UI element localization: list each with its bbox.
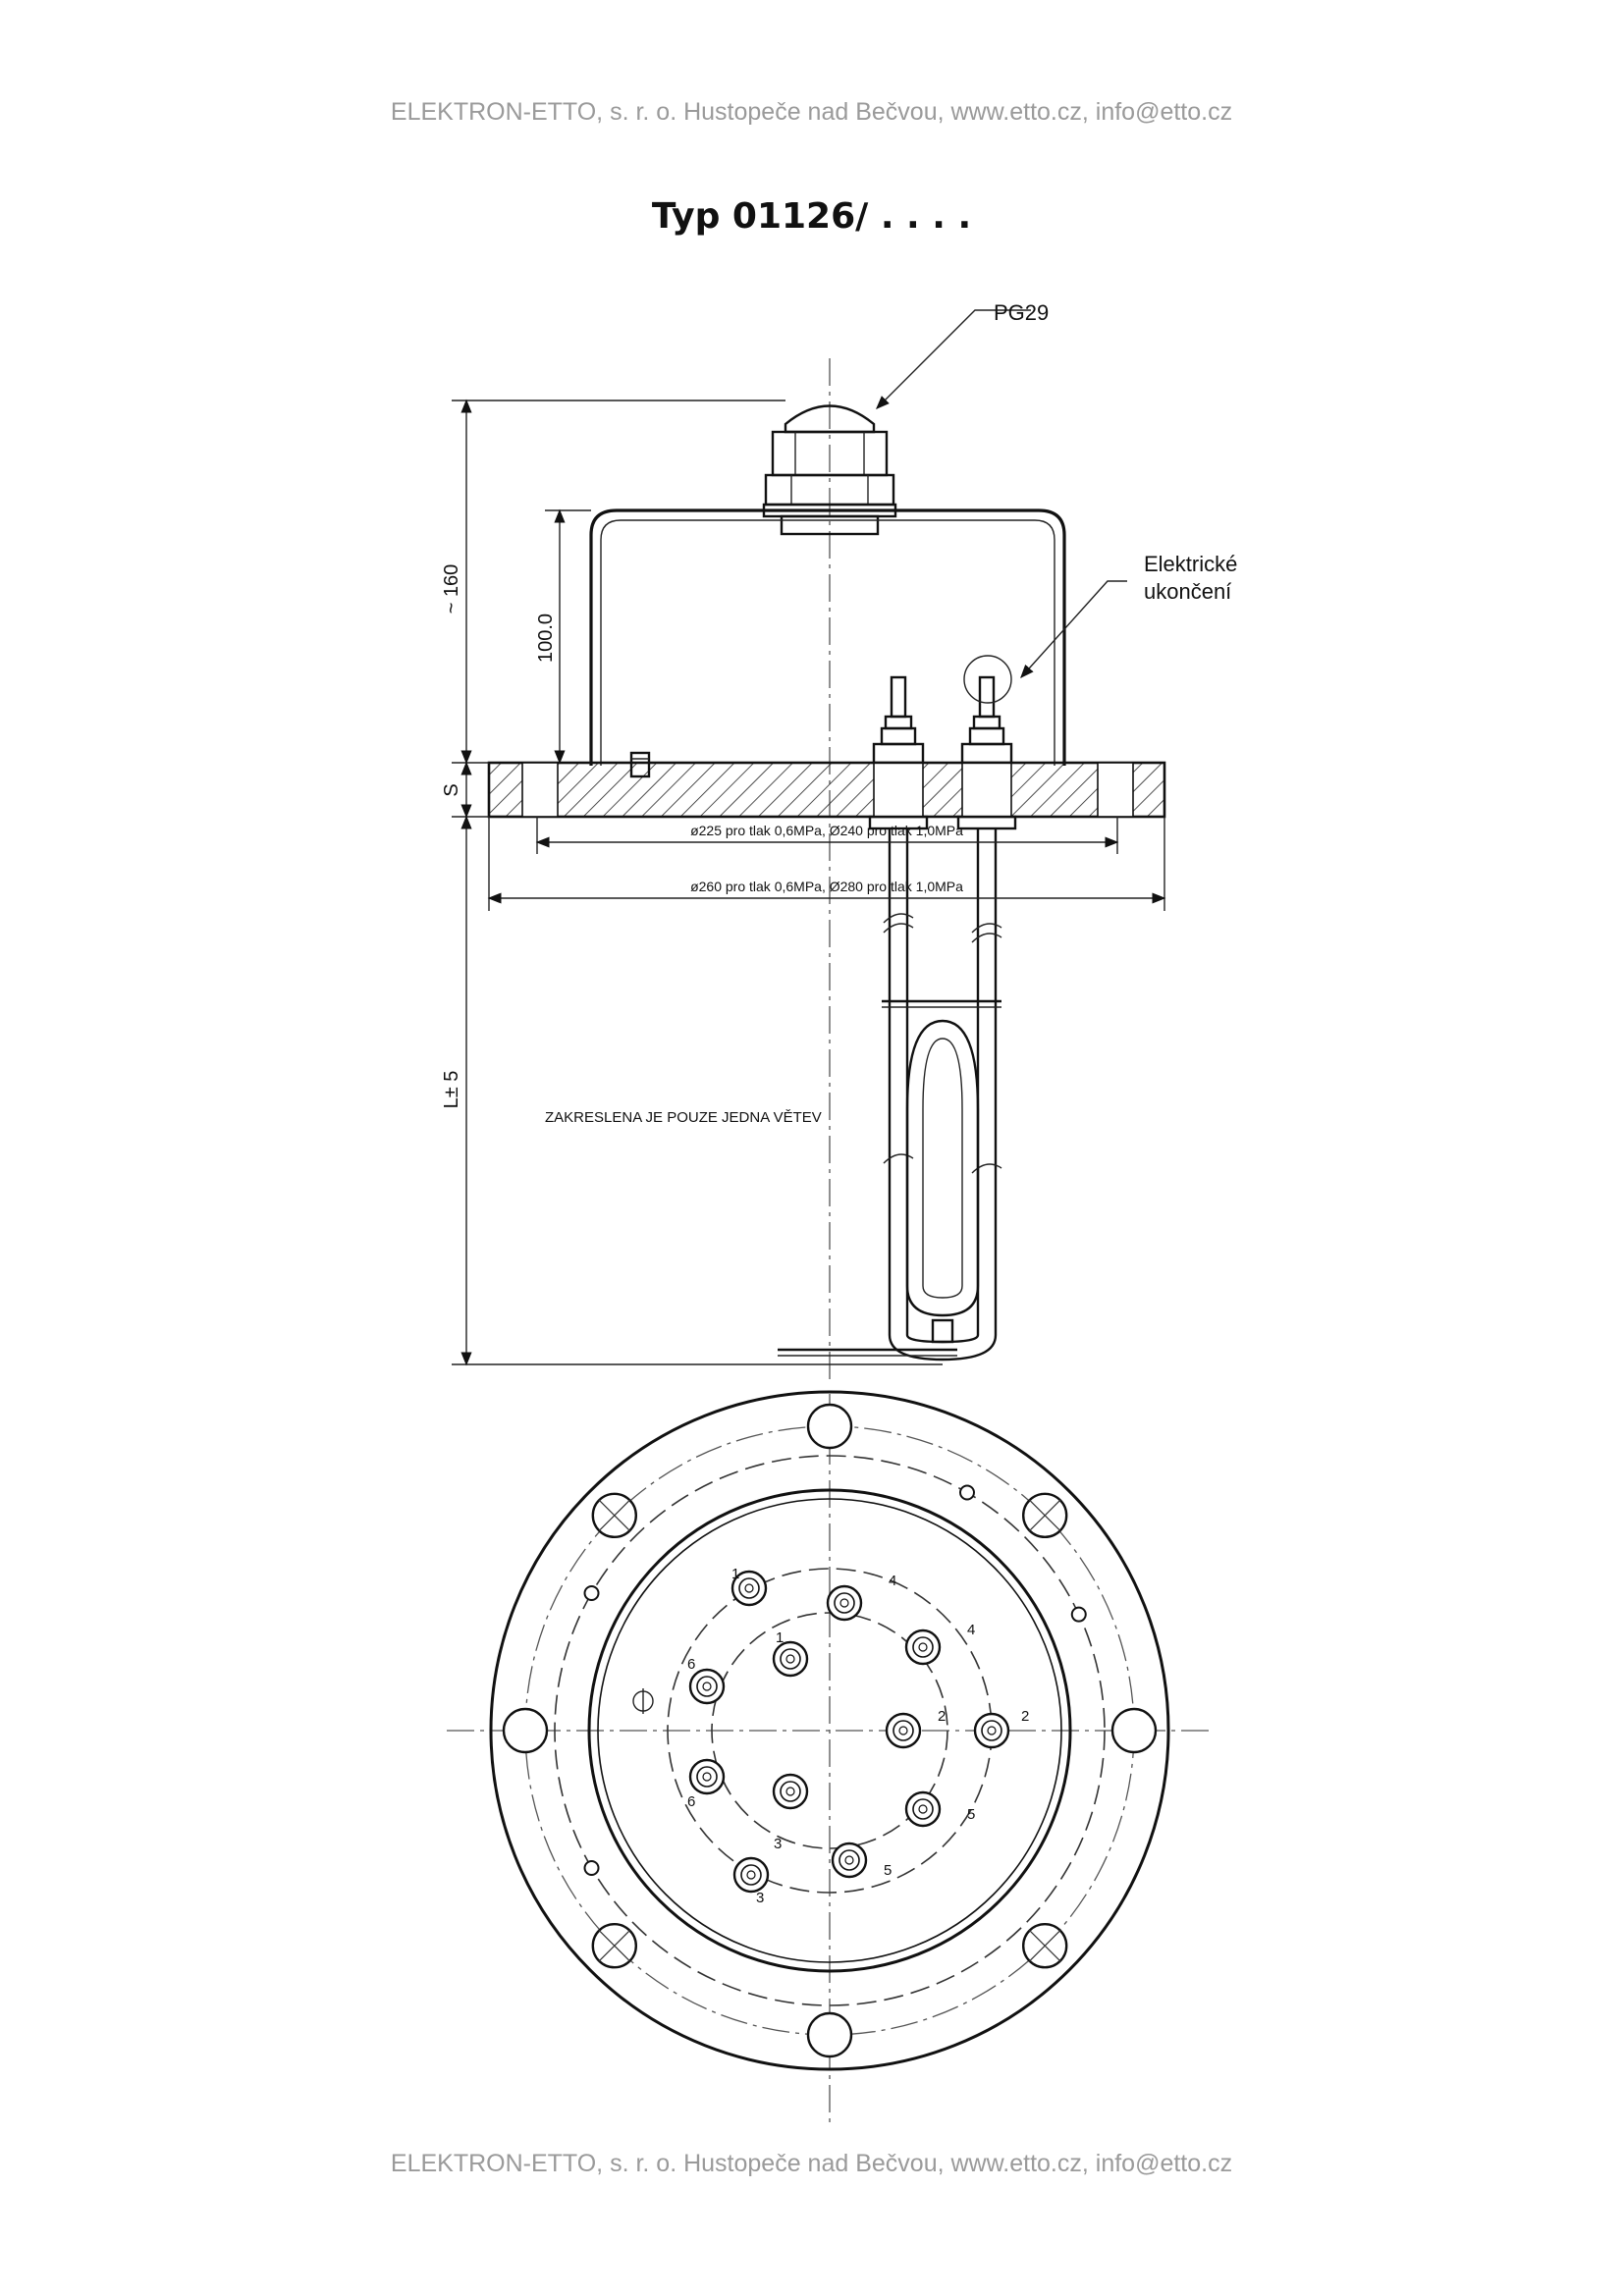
terminal-label: 1: [731, 1566, 739, 1582]
label-dim-inner-diameter: ø225 pro tlak 0,6MPa, Ø240 pro tlak 1,0M…: [690, 823, 963, 838]
page-footer: ELEKTRON-ETTO, s. r. o. Hustopeče nad Be…: [390, 2150, 1233, 2177]
side-view: PG29 Elektrické ukončení ~ 160 S L± 5 10…: [441, 300, 1237, 1384]
bolt-hole: [1110, 1707, 1158, 1754]
label-dim-outer-diameter: ø260 pro tlak 0,6MPa, Ø280 pro tlak 1,0M…: [690, 879, 963, 894]
terminal-label: 4: [967, 1622, 975, 1638]
terminal-label: 1: [776, 1629, 784, 1646]
cable-gland: [762, 404, 897, 536]
terminal-point: [904, 1790, 942, 1828]
terminal-points: 1 2 2 3 3 4 4 5 5 6 6 1: [687, 1566, 1029, 1906]
terminal-point: [730, 1570, 768, 1607]
terminal-label: 5: [884, 1862, 892, 1879]
terminal-label: 3: [774, 1836, 782, 1852]
terminal-label: 6: [687, 1656, 695, 1673]
terminal-point: [973, 1712, 1010, 1749]
terminal-studs: [868, 655, 1017, 830]
label-dim-length: L± 5: [441, 1071, 462, 1109]
top-view: 1 2 2 3 3 4 4 5 5 6 6 1: [447, 1390, 1213, 2125]
terminal-point: [831, 1842, 868, 1879]
label-dim-cover-height: 100.0: [535, 614, 557, 663]
flange-section: [487, 751, 1166, 819]
terminal-label: 2: [1021, 1708, 1029, 1725]
terminal-point: [772, 1640, 809, 1678]
bolt-hole: [806, 1403, 853, 1450]
terminal-point: [688, 1758, 726, 1795]
thread-hole: [959, 1484, 975, 1501]
thread-holes: [583, 1484, 1087, 1876]
terminal-label: 5: [967, 1806, 975, 1823]
hood-outline: [554, 1455, 1106, 2006]
flange-outer-edge: [489, 1390, 1170, 2071]
label-electric-termination-2: ukončení: [1144, 579, 1231, 604]
label-dim-total-height: ~ 160: [441, 564, 462, 614]
bolt-hole: [806, 2011, 853, 2058]
terminal-point: [732, 1856, 770, 1894]
terminal-label: 4: [889, 1573, 896, 1589]
label-electric-termination-1: Elektrické: [1144, 552, 1237, 576]
bolt-hole: [502, 1707, 549, 1754]
drawing-title: Typ 01126/ . . . .: [651, 196, 972, 237]
label-dim-flange-thickness: S: [441, 783, 462, 796]
terminal-label: 2: [938, 1708, 946, 1725]
bolt-holes: [502, 1403, 1158, 2058]
thread-hole: [1070, 1606, 1087, 1623]
terminal-label: 6: [687, 1793, 695, 1810]
terminal-label: 3: [756, 1890, 764, 1906]
thread-hole: [583, 1585, 600, 1601]
terminal-point: [826, 1584, 863, 1622]
terminal-point: [885, 1712, 922, 1749]
terminal-point: [772, 1773, 809, 1810]
label-note: ZAKRESLENA JE POUZE JEDNA VĚTEV: [545, 1109, 822, 1126]
terminal-cover: [589, 508, 1066, 766]
flange-inner-edge: [587, 1488, 1072, 1973]
thread-hole: [583, 1860, 600, 1876]
dimensions: [452, 309, 1166, 1366]
heating-element: [778, 828, 1002, 1362]
terminal-point: [688, 1668, 726, 1705]
label-pg29: PG29: [994, 300, 1049, 325]
page-header: ELEKTRON-ETTO, s. r. o. Hustopeče nad Be…: [390, 98, 1233, 126]
terminal-point: [904, 1629, 942, 1666]
